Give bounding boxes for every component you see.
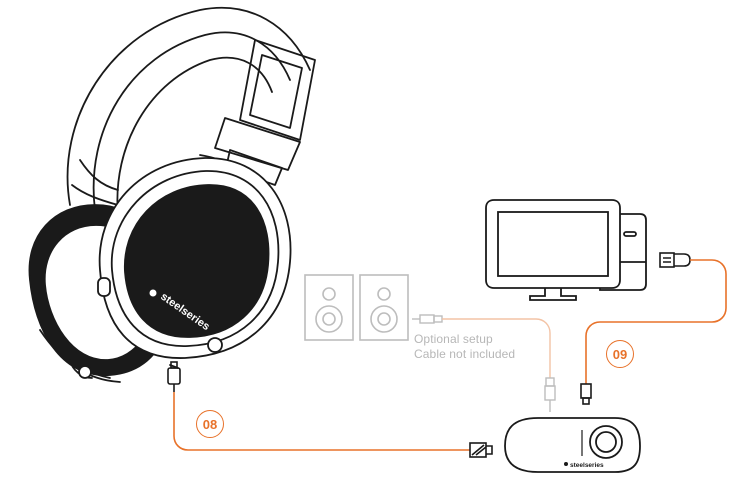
speakers-icon xyxy=(304,274,409,341)
step-09-badge: 09 xyxy=(606,340,634,368)
monitor-icon xyxy=(485,199,621,301)
steelseries-logo-icon xyxy=(564,462,568,466)
step-08-label: 08 xyxy=(202,416,218,432)
micro-usb-plug-icon xyxy=(167,361,181,392)
cable-not-included-line: Cable not included xyxy=(414,347,516,361)
step-08-badge: 08 xyxy=(196,410,224,438)
step-09-label: 09 xyxy=(612,346,628,362)
headset-icon xyxy=(28,6,316,383)
audio-jack-plug-icon xyxy=(412,314,443,324)
steelseries-logo-icon xyxy=(149,289,157,297)
cable-09 xyxy=(580,252,727,405)
usb-a-plug-icon xyxy=(659,252,691,268)
usb-a-plug-icon xyxy=(469,442,493,458)
optional-setup-line: Optional setup xyxy=(414,332,493,346)
audio-jack-plug-icon xyxy=(544,377,556,412)
optional-audio-cable xyxy=(412,314,556,412)
optional-setup-note: Optional setup Cable not included xyxy=(414,332,515,362)
cable-08 xyxy=(167,361,493,458)
micro-usb-plug-icon xyxy=(580,383,592,405)
gamedac-icon xyxy=(504,417,641,473)
dac-brand-label: steelseries xyxy=(570,462,604,469)
